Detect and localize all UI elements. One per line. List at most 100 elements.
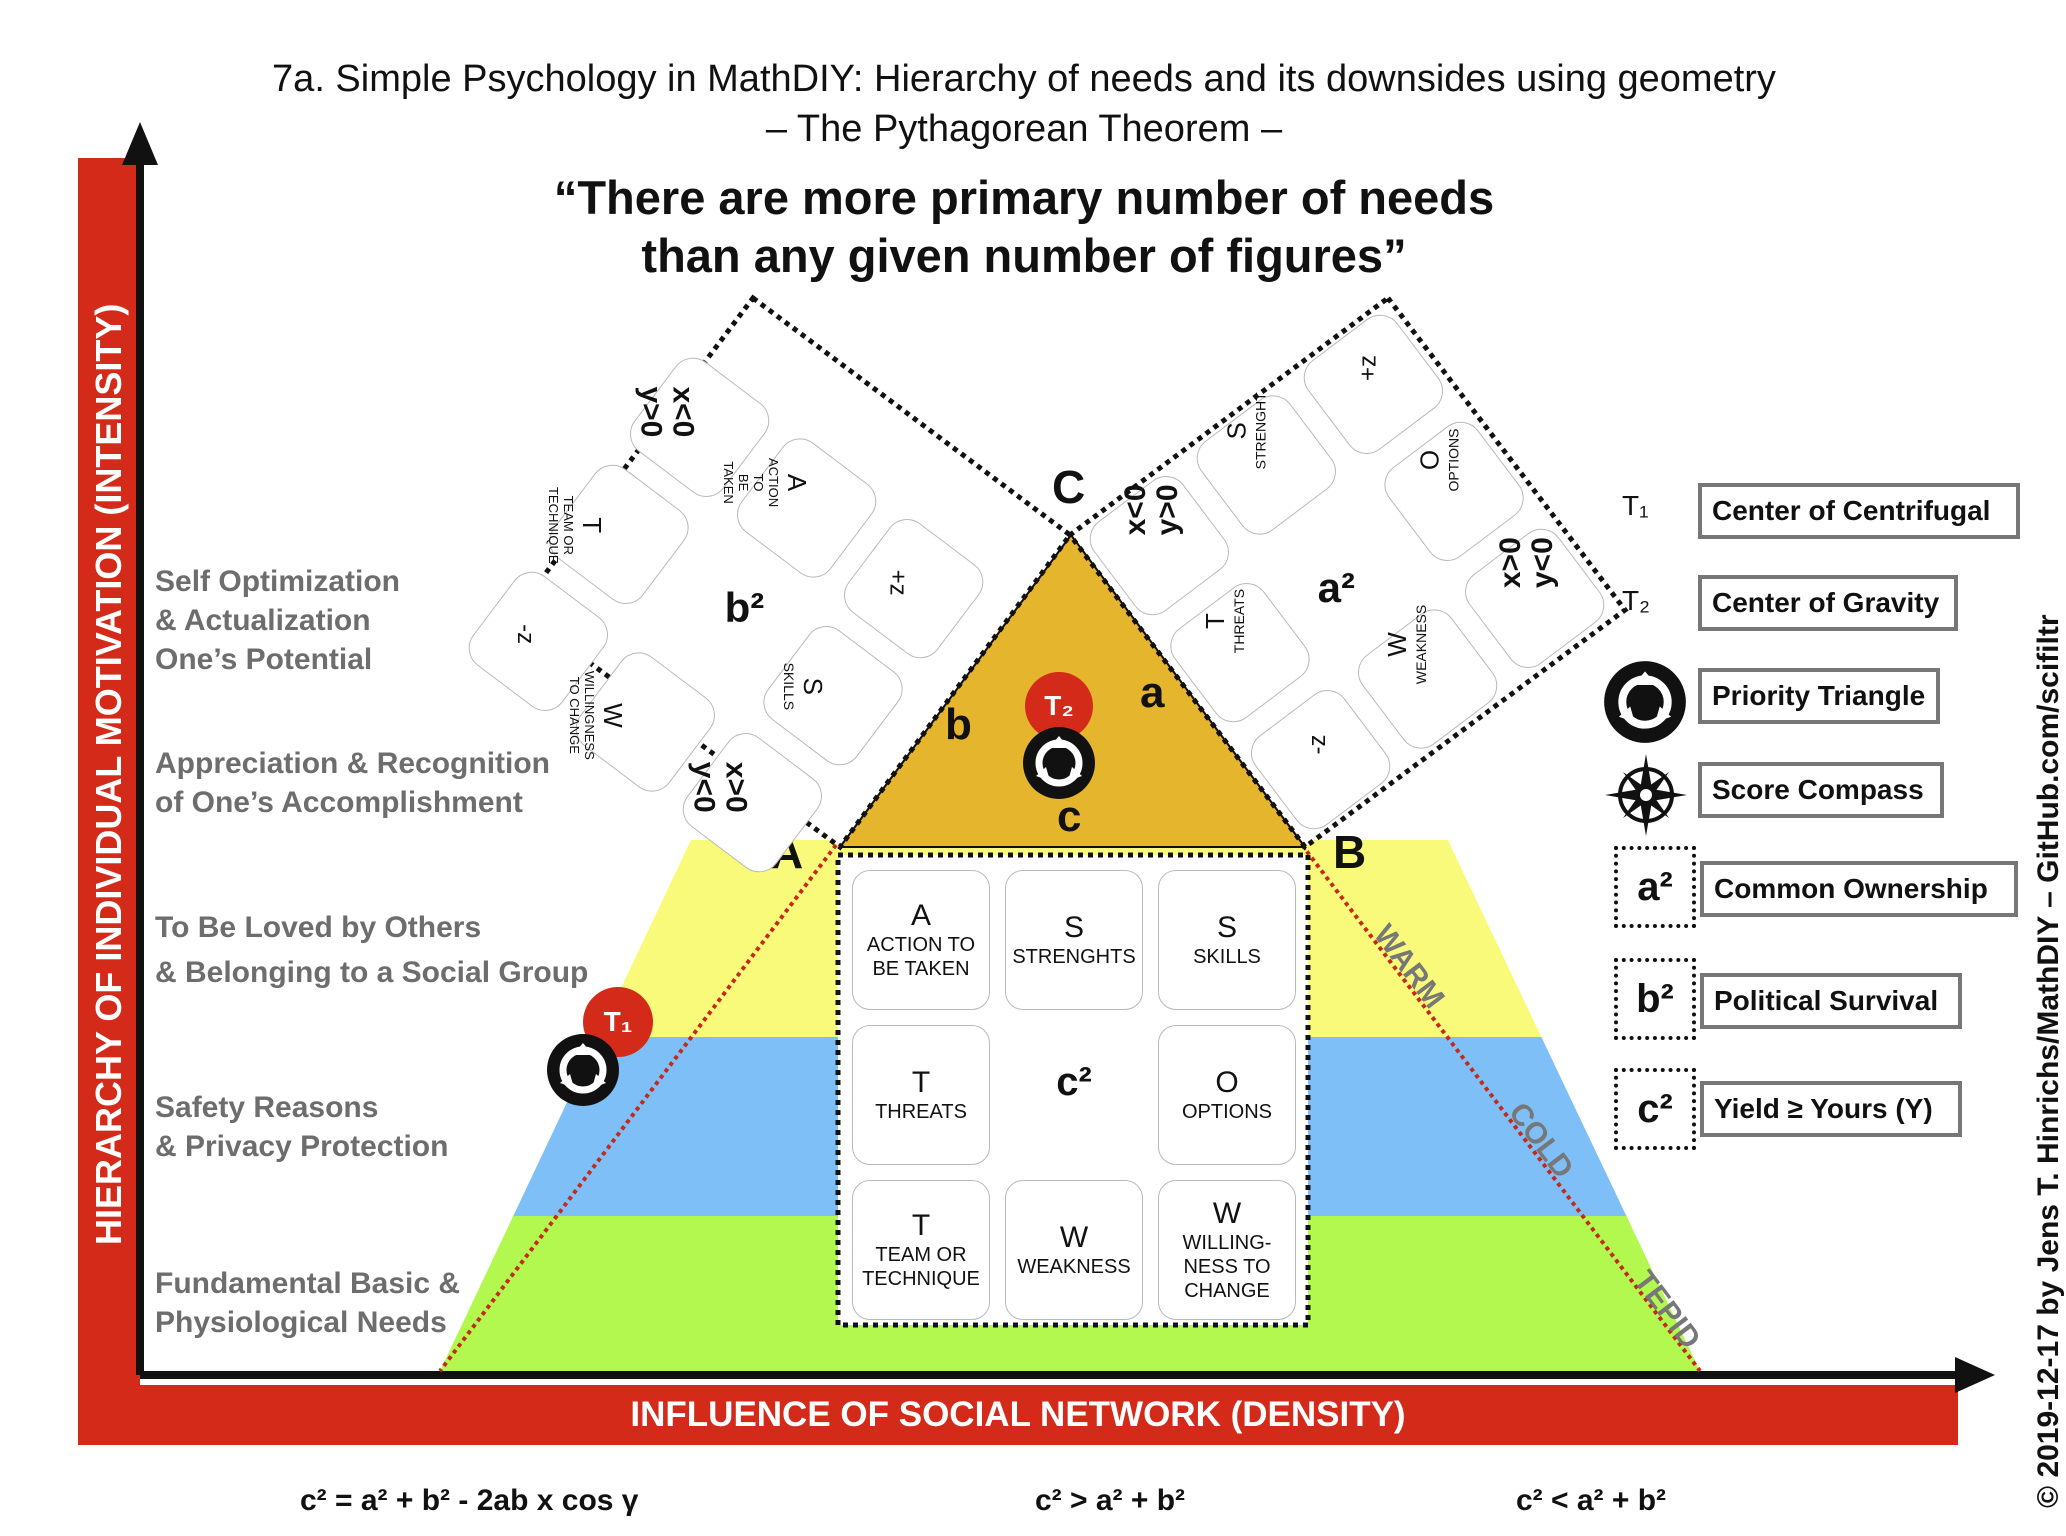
cell-letter: S (1216, 911, 1237, 944)
cell-text: WEAKNESS (1412, 604, 1429, 685)
cell-letter: +z (1354, 354, 1382, 381)
cell-text: y>0 (634, 386, 668, 438)
cell-letter: A (782, 473, 813, 492)
legend-common-ownership: Common Ownership (1700, 861, 2018, 917)
quote-line-2: than any given number of figures” (641, 229, 1407, 282)
cell-letter: x<0 (666, 386, 700, 438)
level-line: Fundamental Basic & (155, 1267, 461, 1300)
vertex-b: B (1333, 826, 1367, 878)
cell-text: WEAKNESS (1017, 1256, 1131, 1278)
level-line: Physiological Needs (155, 1306, 447, 1339)
cell-text: ACTION TO BE TAKEN (866, 934, 976, 980)
swot-cell-team: T TEAM OR TECHNIQUE (852, 1180, 990, 1320)
formula-acute: c² < a² + b² (1516, 1484, 1667, 1517)
square-a-label: a² (1317, 564, 1355, 612)
cell-letter: +z (884, 569, 912, 596)
cell-letter: S (1063, 911, 1084, 944)
legend-key-t1: T₁ (1622, 490, 1649, 521)
cell-text: y>0 (1150, 484, 1184, 536)
compass-icon (1603, 752, 1689, 838)
cell-text: STRENGHTS (1012, 946, 1136, 968)
cell-text: y<0 (1526, 537, 1560, 589)
legend-center-gravity: Center of Gravity (1698, 575, 1958, 631)
swot-cell-skills: S SKILLS (1158, 870, 1296, 1010)
cell-letter: x>0 (719, 761, 753, 813)
cell-letter: O (1215, 1066, 1239, 1099)
triangle-abc-outline (838, 533, 1307, 848)
cell-text: SKILLS (1193, 946, 1261, 968)
cell-letter: T (576, 517, 607, 534)
formula-law-of-cosines: c² = a² + b² - 2ab x cos γ (300, 1484, 639, 1517)
level-basic-needs: Fundamental Basic & Physiological Needs (155, 1264, 460, 1342)
pyramid-left-edge (438, 843, 838, 1373)
cell-letter: x>0 (1494, 537, 1528, 589)
copyright-text: © 2019-12-17 by Jens T. Hinrichs/MathDIY… (2032, 614, 2065, 1509)
square-c-label: c² (1056, 1060, 1092, 1104)
cell-text: y<0 (687, 761, 721, 813)
level-line: Appreciation & Recognition (155, 747, 551, 780)
cell-letter: W (1381, 632, 1412, 657)
swot-cell-strengths: S STRENGHTS (1005, 870, 1143, 1010)
level-line: To Be Loved by Others (155, 911, 482, 944)
level-appreciation: Appreciation & Recognition of One’s Acco… (155, 744, 550, 822)
x-axis-label: INFLUENCE OF SOCIAL NETWORK (DENSITY) (630, 1395, 1406, 1434)
y-axis-arrow (122, 122, 158, 165)
priority-triangle-icon (546, 1033, 620, 1107)
cell-letter: O (1414, 449, 1445, 471)
level-line: & Privacy Protection (155, 1130, 449, 1163)
level-belonging: To Be Loved by Others & Belonging to a S… (155, 905, 588, 995)
legend-score-compass: Score Compass (1698, 762, 1944, 818)
legend-center-centrifugal: Center of Centrifugal (1698, 483, 2020, 539)
cell-text: SKILLS (781, 662, 798, 711)
priority-triangle-icon (1022, 726, 1096, 800)
cell-text: ACTION TO BE TAKEN (721, 458, 782, 508)
level-self-optimization: Self Optimization & Actualization One’s … (155, 562, 400, 679)
legend-key-t2: T₂ (1622, 585, 1650, 616)
swot-cell-weakness: W WEAKNESS (1005, 1180, 1143, 1320)
swot-cell-threats: T THREATS (852, 1025, 990, 1165)
legend-key-c-squared: c² (1614, 1068, 1696, 1150)
y-axis-label: HIERARCHY OF INDIVIDUAL MOTIVATION (INTE… (88, 303, 129, 1245)
level-line: & Actualization (155, 604, 371, 637)
cell-letter: x<0 (1118, 484, 1152, 536)
level-line: Safety Reasons (155, 1091, 379, 1124)
cell-letter: A (910, 899, 931, 932)
title-line-1: 7a. Simple Psychology in MathDIY: Hierar… (272, 58, 1776, 100)
square-b-label: b² (724, 583, 765, 631)
cell-text: THREATS (1231, 588, 1248, 654)
cell-text: STRENGHT (1252, 392, 1269, 470)
legend-key-a-squared: a² (1614, 846, 1696, 928)
cell-letter: T (911, 1066, 931, 1099)
swot-cell-action: A ACTION TO BE TAKEN (852, 870, 990, 1010)
cell-letter: -z (1304, 734, 1332, 755)
formula-obtuse: c² > a² + b² (1035, 1484, 1186, 1517)
legend-yield-yours: Yield ≥ Yours (Y) (1700, 1081, 1962, 1137)
cell-text: WILLINGNESS TO CHANGE (567, 670, 598, 760)
swot-cell-willingness: W WILLING- NESS TO CHANGE (1158, 1180, 1296, 1320)
cell-letter: T (1200, 613, 1231, 630)
level-line: & Belonging to a Social Group (155, 956, 589, 989)
pyramid-right-edge (1300, 843, 1702, 1373)
cell-letter: -z (511, 624, 539, 645)
cell-text: OPTIONS (1181, 1101, 1272, 1123)
swot-cell-options: O OPTIONS (1158, 1025, 1296, 1165)
legend-key-b-squared: b² (1614, 958, 1696, 1040)
cell-letter: W (1059, 1221, 1089, 1254)
cell-text: THREATS (875, 1101, 967, 1123)
level-line: of One’s Accomplishment (155, 786, 523, 819)
level-line: Self Optimization (155, 565, 401, 598)
cell-letter: S (1221, 422, 1252, 440)
level-safety: Safety Reasons & Privacy Protection (155, 1088, 448, 1166)
side-b: b (945, 700, 972, 749)
title-line-2: – The Pythagorean Theorem – (765, 108, 1283, 150)
cell-text: WILLING- NESS TO CHANGE (1182, 1232, 1272, 1302)
legend-priority-triangle: Priority Triangle (1698, 668, 1940, 724)
quote-line-1: “There are more primary number of needs (553, 171, 1495, 224)
legend-political-survival: Political Survival (1700, 973, 1962, 1029)
y-axis-bar (78, 158, 140, 1418)
cell-text: TEAM OR TECHNIQUE (862, 1244, 980, 1290)
side-a: a (1140, 668, 1165, 717)
cell-text: OPTIONS (1445, 428, 1462, 492)
priority-triangle-icon (1603, 660, 1687, 744)
